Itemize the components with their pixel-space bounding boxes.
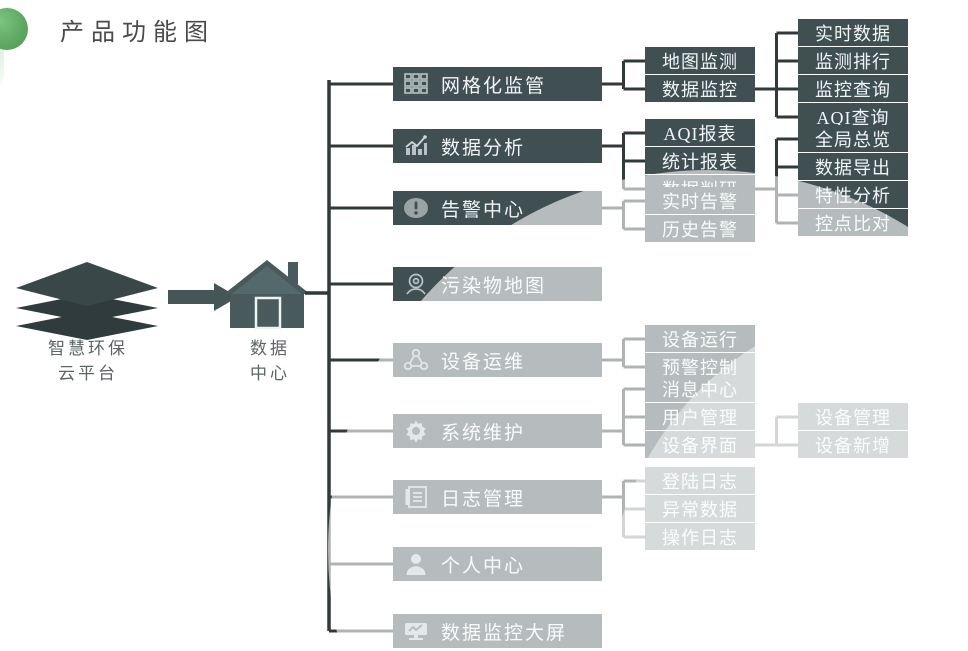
sub-7-1-label: 登陆日志 <box>662 471 738 492</box>
leaf-1-2-3-label: 监控查询 <box>815 79 891 100</box>
sub-6-2-label: 用户管理 <box>662 407 738 428</box>
sub-6-1[interactable]: 消息中心 <box>645 375 755 403</box>
sub-7-1[interactable]: 登陆日志 <box>645 467 755 495</box>
user-person-icon <box>403 551 429 577</box>
sub-6-3-label: 设备界面 <box>662 435 738 456</box>
sub-2-2[interactable]: 统计报表 <box>645 147 755 175</box>
branch-3-label: 告警中心 <box>441 199 526 221</box>
leaf-1-2-2-label: 监测排行 <box>815 51 891 72</box>
branch-3[interactable]: 告警中心 <box>393 191 602 225</box>
sub-1-2[interactable]: 数据监控 <box>645 75 755 103</box>
branch-7[interactable]: 日志管理 <box>393 480 602 514</box>
layers-stack-icon <box>12 262 162 340</box>
branch-9[interactable]: 数据监控大屏 <box>393 614 602 648</box>
sub-1-1-label: 地图监测 <box>662 51 738 72</box>
branch-9-label: 数据监控大屏 <box>441 622 568 644</box>
branch-4[interactable]: 污染物地图 <box>393 267 602 301</box>
sub-2-2-label: 统计报表 <box>662 151 738 172</box>
gear-icon <box>403 418 429 444</box>
branch-1[interactable]: 网格化监管 <box>393 67 602 101</box>
branch-8-label: 个人中心 <box>441 555 526 577</box>
sub-3-2[interactable]: 历史告警 <box>645 215 755 243</box>
network-nodes-icon <box>403 347 429 373</box>
page-title: 产品功能图 <box>60 18 215 46</box>
sub-7-2[interactable]: 异常数据 <box>645 495 755 523</box>
branch-8[interactable]: 个人中心 <box>393 547 602 581</box>
leaf-6-3-1-label: 设备管理 <box>815 407 891 428</box>
platform-label: 智慧环保 云平台 <box>8 336 168 386</box>
data-center-label-line1: 数据 <box>250 339 290 358</box>
branch-5[interactable]: 设备运维 <box>393 343 602 377</box>
leaf-6-3-2[interactable]: 设备新增 <box>798 431 908 459</box>
leaf-2-3-1-label: 全局总览 <box>815 129 891 150</box>
data-center-label: 数据 中心 <box>220 336 320 386</box>
sub-1-2-label: 数据监控 <box>662 79 738 100</box>
branch-5-label: 设备运维 <box>441 351 526 373</box>
decorative-tail <box>0 44 4 102</box>
sub-2-1-label: AQI报表 <box>663 123 737 144</box>
sub-6-1-label: 消息中心 <box>662 379 738 400</box>
monitor-screen-icon <box>403 618 429 644</box>
leaf-6-3-1[interactable]: 设备管理 <box>798 403 908 431</box>
sub-3-1[interactable]: 实时告警 <box>645 187 755 215</box>
sub-7-3-label: 操作日志 <box>662 527 738 548</box>
branch-2[interactable]: 数据分析 <box>393 129 602 163</box>
document-list-icon <box>403 484 429 510</box>
sub-1-1[interactable]: 地图监测 <box>645 47 755 75</box>
leaf-6-3-2-label: 设备新增 <box>815 435 891 456</box>
leaf-2-3-2[interactable]: 数据导出 <box>798 153 908 181</box>
data-center-label-line2: 中心 <box>250 364 290 383</box>
platform-label-line2: 云平台 <box>58 364 118 383</box>
bar-chart-icon <box>403 133 429 159</box>
branch-4-label: 污染物地图 <box>441 275 547 297</box>
sub-3-1-label: 实时告警 <box>662 191 738 212</box>
sub-6-2[interactable]: 用户管理 <box>645 403 755 431</box>
sub-7-2-label: 异常数据 <box>662 499 738 520</box>
leaf-2-3-3-label: 特性分析 <box>815 185 891 206</box>
map-pin-icon <box>403 271 429 297</box>
alert-exclamation-icon <box>403 195 429 221</box>
leaf-2-3-4[interactable]: 控点比对 <box>798 209 908 237</box>
platform-label-line1: 智慧环保 <box>48 339 128 358</box>
leaf-2-3-1[interactable]: 全局总览 <box>798 125 908 153</box>
arrow-right-icon <box>168 282 238 312</box>
sub-2-1[interactable]: AQI报表 <box>645 119 755 147</box>
sub-3-2-label: 历史告警 <box>662 219 738 240</box>
branch-1-label: 网格化监管 <box>441 75 547 97</box>
leaf-1-2-2[interactable]: 监测排行 <box>798 47 908 75</box>
branch-6-label: 系统维护 <box>441 422 526 444</box>
house-icon <box>222 258 312 330</box>
leaf-2-3-3[interactable]: 特性分析 <box>798 181 908 209</box>
sub-7-3[interactable]: 操作日志 <box>645 523 755 551</box>
branch-6[interactable]: 系统维护 <box>393 414 602 448</box>
leaf-1-2-4-label: AQI查询 <box>816 107 890 128</box>
sub-5-1-label: 设备运行 <box>662 329 738 350</box>
sub-6-3[interactable]: 设备界面 <box>645 431 755 459</box>
leaf-1-2-3[interactable]: 监控查询 <box>798 75 908 103</box>
leaf-2-3-4-label: 控点比对 <box>815 213 891 234</box>
branch-7-label: 日志管理 <box>441 488 526 510</box>
sub-5-1[interactable]: 设备运行 <box>645 325 755 353</box>
leaf-2-3-2-label: 数据导出 <box>815 157 891 178</box>
leaf-1-2-1-label: 实时数据 <box>815 23 891 44</box>
leaf-1-2-1[interactable]: 实时数据 <box>798 19 908 47</box>
grid-icon <box>403 71 429 97</box>
branch-2-label: 数据分析 <box>441 137 526 159</box>
